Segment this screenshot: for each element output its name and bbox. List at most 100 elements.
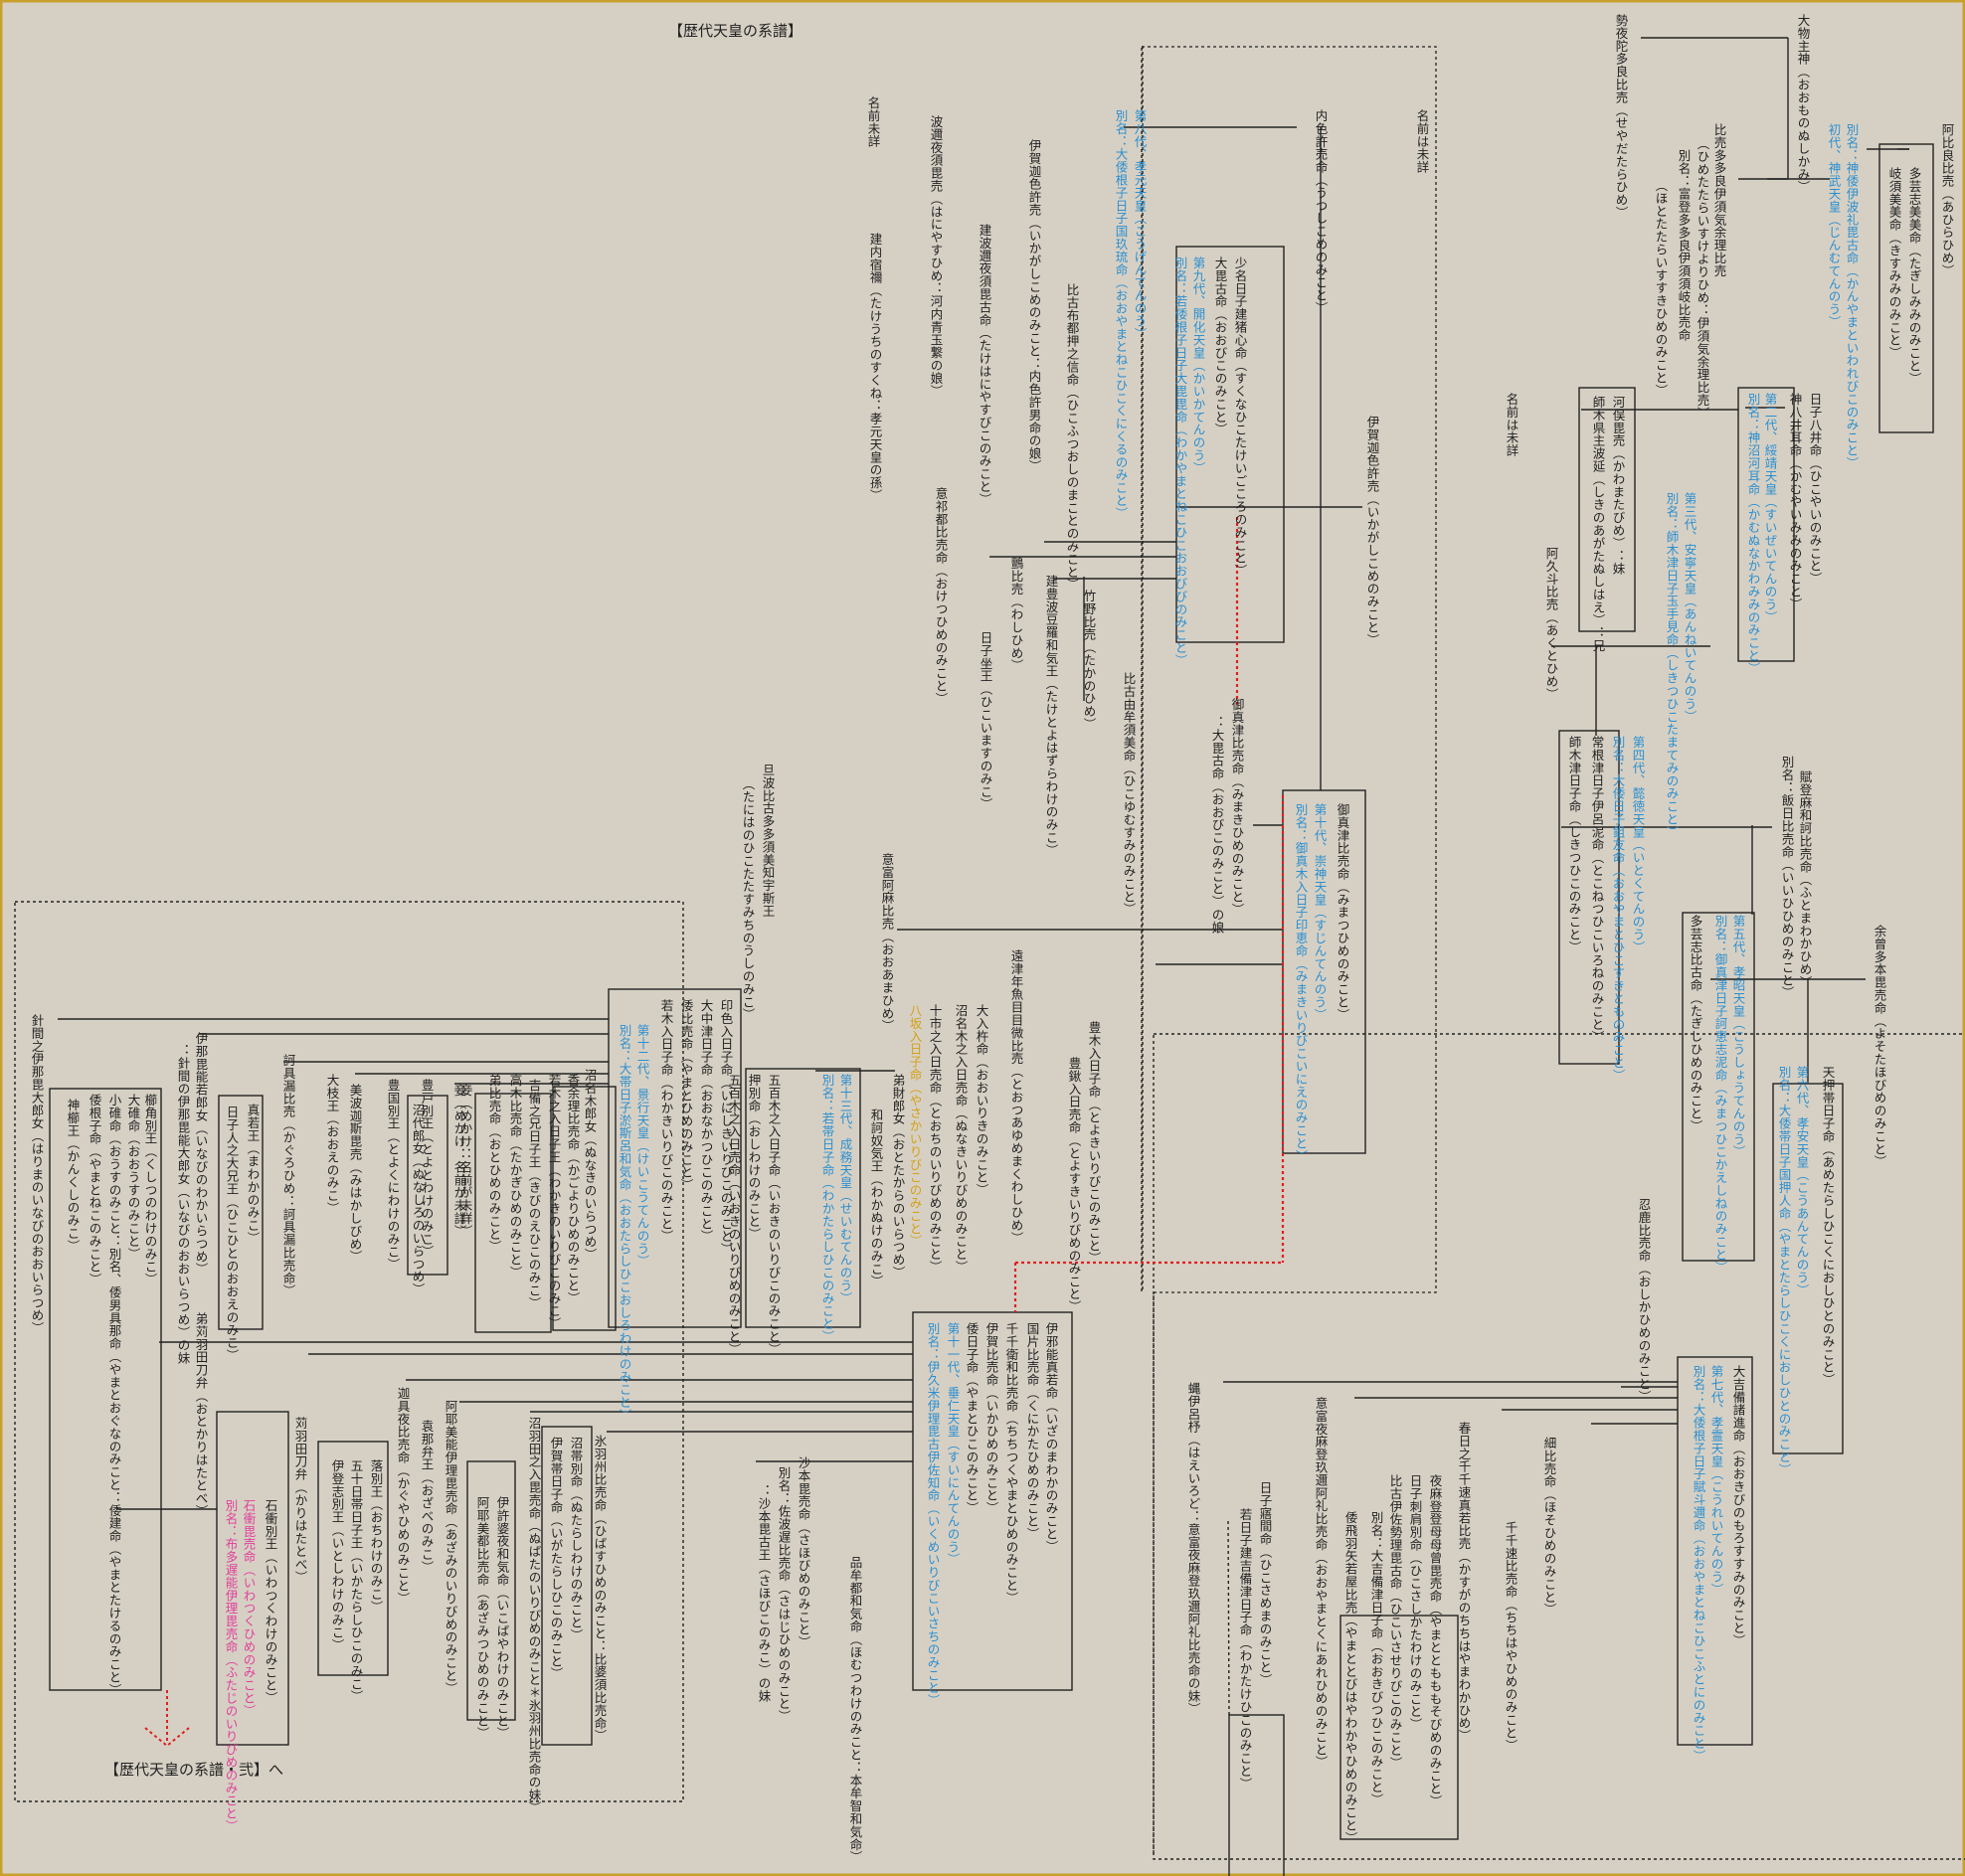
- person-name: 若日子建吉備津日子命（わかたけひこのみこと）: [1238, 1507, 1253, 1791]
- person-name: 第六代、孝安天皇（こうあんてんのう）: [1795, 1066, 1810, 1296]
- person-name: 高木比売命（たかぎひめのみこと）: [508, 1073, 523, 1279]
- person-name: 意富阿麻比売（おおあまひめ）: [880, 852, 895, 1033]
- person-name: 落別王（おちわけのみこ）: [369, 1459, 384, 1614]
- person-name: 内色許売命（うつしこめのみこと）: [1314, 109, 1329, 314]
- person-name: 第八代、孝元天皇（こうげんてんのう）: [1133, 109, 1148, 340]
- person-name: 別名：御真津日子訶恵志泥命（みまつひこかえしねのみこと）: [1713, 915, 1728, 1274]
- person-name: 夜麻登登母母曾毘売命（やまとともももそびめのみこと）: [1428, 1473, 1443, 1807]
- person-name: 建豊波豆羅和気王（たけとよはずらわけのみこ）: [1044, 575, 1059, 857]
- person-name: 第五代、孝昭天皇（こうしょうてんのう）: [1731, 915, 1746, 1158]
- group-box: [466, 1460, 516, 1721]
- person-name: 蝿伊呂杼（はえいろど：意富夜麻登玖邇阿礼比売命の妹）: [1186, 1382, 1201, 1715]
- group-box: [1677, 1356, 1753, 1746]
- person-name: 大物主神（おおものぬしかみ）: [1796, 14, 1811, 194]
- group-box: [49, 1088, 162, 1691]
- person-name: 別名：大倭根子日子賦斗邇命（おおやまとねこひこふとにのみこと）: [1692, 1365, 1706, 1763]
- person-name: （ひめたたらいすけよりひめ：伊須気余理比売）: [1696, 137, 1710, 420]
- group-box: [218, 1095, 264, 1330]
- person-name: 別名：飯日比売命（いいひひめのみこと）: [1780, 756, 1795, 999]
- person-name: 千千速比売命（ちちはやひめのみこと）: [1504, 1521, 1518, 1752]
- person-name: 鸇比売（わしひめ）: [1009, 556, 1024, 672]
- group-box: [474, 1093, 552, 1333]
- person-name: 大碓命（おおうすのみこと）: [126, 1094, 141, 1261]
- group-box: [1878, 143, 1934, 433]
- person-name: 伊許婆夜和気命（いこばやわけのみこと）: [495, 1496, 510, 1740]
- person-name: 細比売命（ほそひめのみこと）: [1542, 1437, 1557, 1617]
- group-box: [1558, 730, 1620, 1065]
- person-name: 沼羽田之入毘売命（ぬばたのいりびめのみこと＊氷羽州比売命の妹）: [527, 1417, 542, 1814]
- person-name: 美波迦斯毘売（みはかしびめ）: [348, 1084, 363, 1264]
- person-name: 波邇夜須毘売（はにやすひめ：河内青玉繋の娘）: [929, 115, 944, 398]
- person-name: 石衝別王（いわつくわけのみこと）: [264, 1499, 278, 1704]
- person-name: 河俣毘売（かわまたびめ）：妹: [1611, 396, 1626, 576]
- person-name: 国片比売命（くにかたひめのみこと）: [1025, 1322, 1040, 1540]
- group-box: [552, 1086, 617, 1331]
- person-name: 五十日帯日子王（いかたらしひこのみこ）: [349, 1459, 364, 1703]
- person-name: 千千衛和比売命（ちちつくやまとひめのみこと）: [1004, 1322, 1019, 1605]
- person-name: 名前は未詳: [1415, 108, 1430, 174]
- person-name: 訶具漏比売（かぐろひめ：訶具漏比売命）: [281, 1053, 296, 1297]
- person-name: 沼名木郎女（ぬなきのいらつめ）: [583, 1069, 598, 1262]
- person-name: 日子坐王（ひこいますのみこ）: [979, 631, 993, 811]
- person-name: 日子寤間命（ひこさめまのみこと）: [1258, 1481, 1273, 1686]
- person-name: 豊木入日子命（とよきいりびこのみこと）: [1087, 1021, 1102, 1265]
- person-name: 師木津日子命（しきつひこのみこと）: [1567, 736, 1582, 953]
- person-name: 名前未詳: [866, 95, 881, 148]
- person-name: 阿久斗比売（あくとひめ）: [1544, 547, 1559, 701]
- person-name: 別名：御真木入日子印恵命（みまきいりびこいにえのみこと）: [1294, 803, 1309, 1162]
- person-name: 別名：大倭帯日子国押人命（やまとたらしひこくにおしひとのみこと）: [1777, 1066, 1792, 1476]
- person-name: 十市之入日売命（とおちのいりびめのみこと）: [928, 1004, 943, 1274]
- person-name: 櫛角別王（くしつのわけのみこ）: [143, 1094, 158, 1286]
- person-name: 第三代、安寧天皇（あんねいてんのう）: [1683, 492, 1697, 723]
- person-name: 伊賀迦色許売（いかがしこめのみこと：内色許男命の娘）: [1027, 139, 1042, 472]
- person-name: 大枝王（おおえのみこ）: [325, 1074, 340, 1215]
- person-name: 別名：師木津日子玉手見命（しきつひこたまてみのみこと）: [1665, 492, 1680, 838]
- person-name: 別名：神沼河耳命（かむぬなかわみみのみこと）: [1746, 393, 1761, 675]
- next-page-link[interactable]: 【歴代天皇の系譜・弐】へ: [104, 1761, 283, 1779]
- person-name: 伊賀比売命（いかひめのみこと）: [984, 1322, 999, 1515]
- person-name: 竹野比売（たかのひめ）: [1082, 590, 1097, 731]
- person-name: 若木之入日子王（わかきのいりびこのみこ）: [547, 1073, 562, 1330]
- person-name: 香余理比売命（かごよりひめのみこと）: [566, 1074, 581, 1304]
- person-name: 針間之伊那毘大郎女（はりまのいなびのおおいらつめ）: [30, 1013, 45, 1335]
- person-name: 豊戸別王（とよとわけのみこ）: [420, 1079, 435, 1259]
- group-box: [745, 1068, 861, 1328]
- person-name: 伊邪能真若命（いざのまわかのみこと）: [1044, 1322, 1059, 1553]
- person-name: 伊那毘能若郎女（いなびのわかいらつめ）: [194, 1032, 209, 1276]
- person-name: 弟財郎女（おとたからのいらつめ）: [891, 1074, 906, 1279]
- person-name: 遠津年魚目目微比売（とおつあゆめまくわしひめ）: [1009, 949, 1024, 1245]
- group-box: [1175, 246, 1285, 643]
- person-name: 日子八井命（ひこやいのみこと）: [1808, 393, 1823, 586]
- person-name: 大吉備諸進命（おおきびのもろすすみのみこと）: [1731, 1365, 1746, 1647]
- person-name: 建波邇夜須毘古命（たけはにやすびこのみこと）: [978, 224, 992, 506]
- person-name: 日子刺肩別命（ひこさしかたわけのみこと）: [1408, 1474, 1423, 1731]
- person-name: 五百木之入日売命（いおきのいりびめのみこと）: [727, 1074, 742, 1356]
- group-box: [912, 1311, 1073, 1691]
- person-name: 妾（めかけ：名前が未詳）: [452, 1083, 467, 1238]
- person-name: 若木入日子命（わかきいりびこのみこと）: [659, 998, 674, 1243]
- person-name: 神八井耳命（かむやいみみのみこと）: [1788, 393, 1803, 610]
- person-name: 多芸志比古命（たぎしひめのみこと）: [1689, 915, 1703, 1132]
- person-name: 品牟都和気命（ほむつわけのみこと：本牟智和気命）: [848, 1556, 863, 1864]
- person-name: 伊賀帯日子命（いがたらしひこのみこと）: [549, 1437, 564, 1680]
- group-box: [541, 1426, 593, 1746]
- person-name: 第九代、開化天皇（かいかてんのう）: [1191, 256, 1206, 474]
- person-name: 第七代、孝霊天皇（こうれいてんのう）: [1709, 1365, 1724, 1596]
- arrow-down-icon: [144, 1690, 190, 1748]
- person-name: 別名：布多遅能伊理毘売命（ふたじのいりびめのみこと）: [224, 1499, 239, 1832]
- person-name: 沙本毘売命（さほびめのみこと）: [797, 1456, 811, 1649]
- person-name: ：沙本毘古王（さほびこのみこ）の妹: [757, 1484, 772, 1702]
- person-name: 春日之千千速真若比売（かすがのちちはやまわかひめ）: [1457, 1422, 1472, 1743]
- person-name: 伊登志別王（いとしわけのみこ）: [330, 1459, 345, 1652]
- person-name: 天押帯日子命（あめたらしひこくにおしひとのみこと）: [1821, 1066, 1836, 1387]
- person-name: 別名：富登多多良伊須須岐比売命: [1677, 149, 1692, 342]
- group-box: [216, 1411, 289, 1746]
- person-name: 名前は未詳: [1505, 392, 1519, 457]
- group-box: [608, 988, 742, 1328]
- person-name: 第十代、崇神天皇（すじんてんのう）: [1313, 803, 1328, 1021]
- group-box: [1737, 387, 1795, 662]
- person-name: （ほとたたらいすすきひめのみこと）: [1654, 179, 1669, 397]
- person-name: 八坂入日子命（やさかいりびこのみこと）: [908, 1004, 923, 1248]
- person-name: ：大毘古命（おおびこのみこと）の娘: [1210, 716, 1225, 934]
